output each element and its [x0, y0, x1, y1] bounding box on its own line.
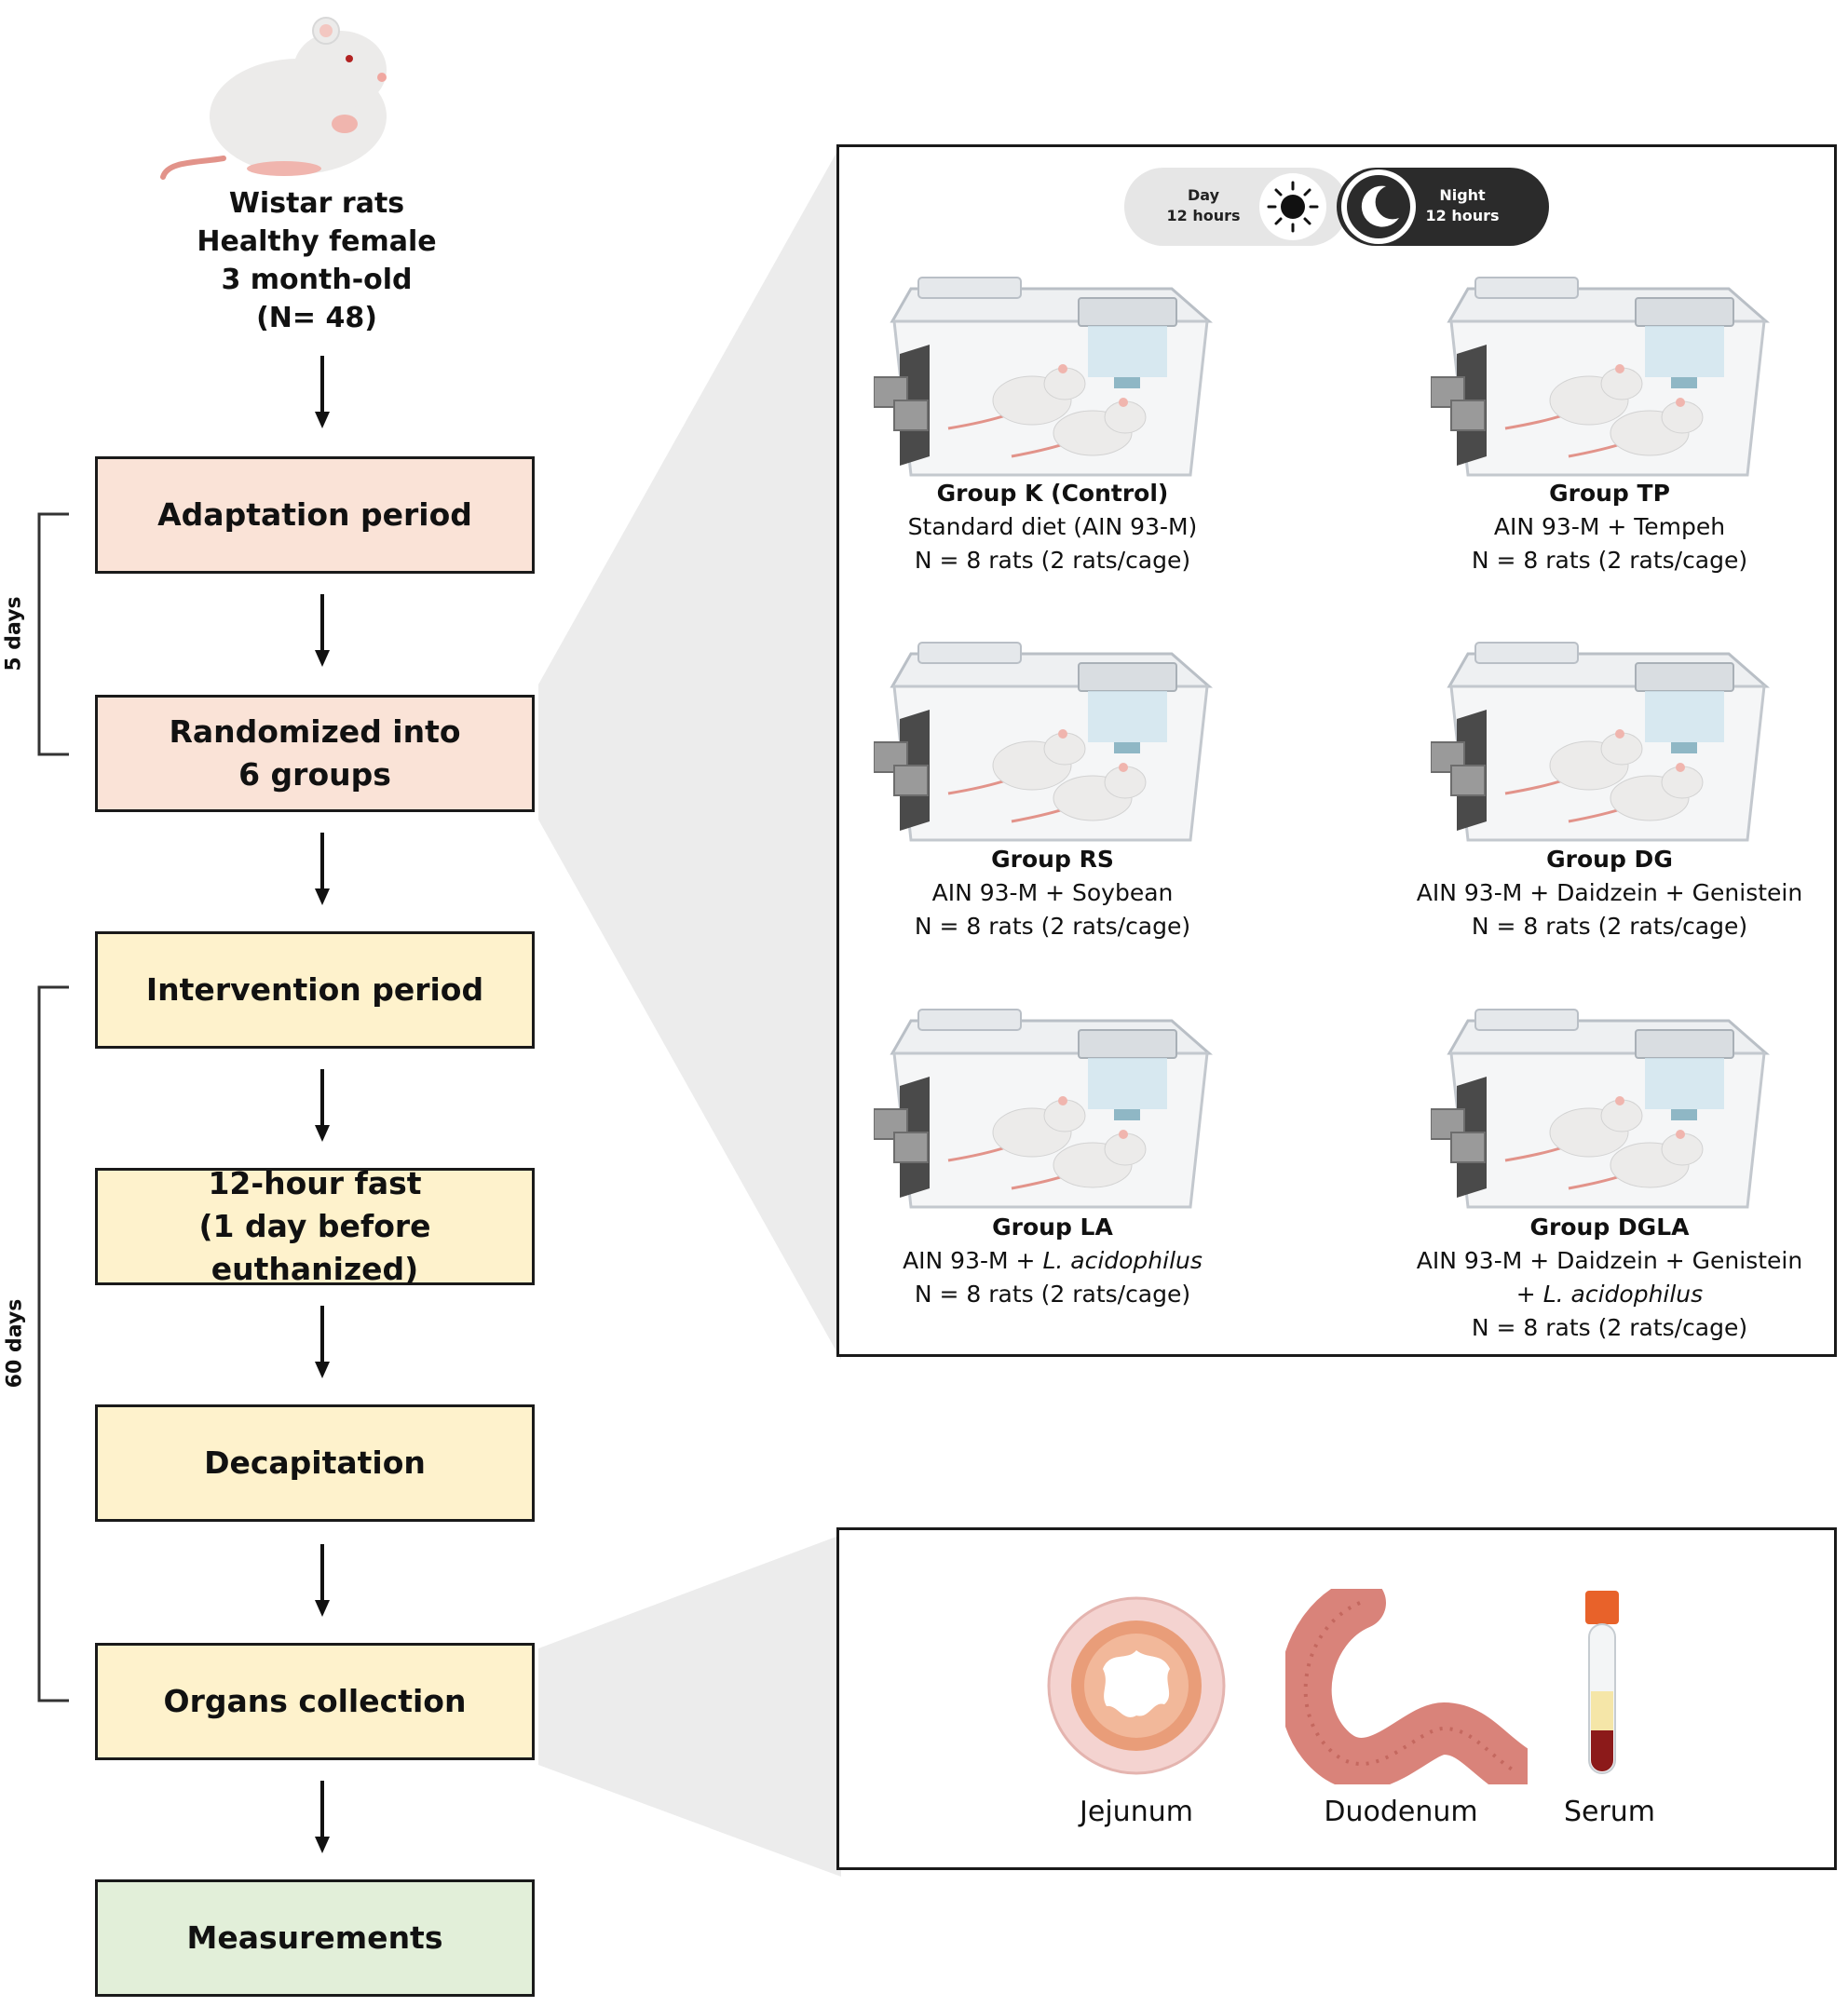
zoom-wedge-groups: [538, 144, 841, 1360]
cage-icon: [1431, 641, 1768, 842]
cage-icon: [1431, 1008, 1768, 1209]
group-dg: Group DG AIN 93-M + Daidzein + Genistein…: [1349, 843, 1848, 943]
arrow-down-icon: [315, 356, 330, 428]
group-name: Group RS: [991, 846, 1114, 873]
group-count: N = 8 rats (2 rats/cage): [914, 547, 1191, 574]
step-label: (1 day before euthanized): [198, 1208, 431, 1287]
step-measurements: Measurements: [95, 1879, 535, 1997]
arrow-down-icon: [315, 833, 330, 905]
step-label: Intervention period: [145, 971, 484, 1008]
step-randomized: Randomized into 6 groups: [95, 695, 535, 812]
cage-icon: [874, 641, 1211, 842]
step-label: Randomized into: [169, 713, 461, 750]
night-hours: 12 hours: [1425, 207, 1500, 224]
cage-icon: [874, 276, 1211, 477]
step-label: 6 groups: [238, 756, 391, 793]
group-diet-extra-prefix: +: [1515, 1281, 1543, 1308]
moon-icon: [1361, 185, 1399, 227]
group-name: Group LA: [992, 1214, 1113, 1241]
arrow-down-icon: [315, 1306, 330, 1378]
step-label: Organs collection: [163, 1683, 467, 1719]
subject-line: Healthy female: [197, 225, 437, 258]
group-count: N = 8 rats (2 rats/cage): [914, 913, 1191, 940]
subject-description: Wistar rats Healthy female 3 month-old (…: [130, 184, 503, 337]
sample-label-jejunum: Jejunum: [1080, 1796, 1193, 1828]
step-adaptation-period: Adaptation period: [95, 456, 535, 574]
group-diet-extra: + L. acidophilus: [1349, 1278, 1848, 1311]
group-count: N = 8 rats (2 rats/cage): [1471, 913, 1748, 940]
group-dgla: Group DGLA AIN 93-M + Daidzein + Geniste…: [1349, 1211, 1848, 1345]
arrow-down-icon: [315, 1781, 330, 1853]
step-intervention-period: Intervention period: [95, 931, 535, 1049]
group-diet: AIN 93-M + Tempeh: [1493, 513, 1726, 540]
duration-intervention-label: 60 days: [3, 1298, 27, 1389]
group-name: Group TP: [1549, 480, 1670, 507]
group-diet-italic: L. acidophilus: [1042, 1247, 1203, 1274]
group-diet: AIN 93-M + Daidzein + Genistein: [1416, 1247, 1803, 1274]
duodenum-icon: [1285, 1589, 1528, 1784]
subject-line: Wistar rats: [228, 187, 405, 220]
zoom-wedge-samples: [538, 1535, 841, 1877]
step-label: Adaptation period: [157, 496, 472, 533]
group-count: N = 8 rats (2 rats/cage): [1471, 1314, 1748, 1341]
day-title: Day: [1187, 186, 1219, 204]
night-label: Night 12 hours: [1397, 185, 1528, 226]
sun-icon: [1267, 181, 1319, 233]
group-name: Group K (Control): [936, 480, 1169, 507]
samples-panel: [836, 1527, 1837, 1870]
group-k: Group K (Control) Standard diet (AIN 93-…: [792, 477, 1313, 577]
bracket-adaptation: [37, 512, 69, 756]
cage-icon: [874, 1008, 1211, 1209]
group-la: Group LA AIN 93-M + L. acidophilus N = 8…: [792, 1211, 1313, 1311]
arrow-down-icon: [315, 1544, 330, 1617]
sample-label-duodenum: Duodenum: [1324, 1796, 1478, 1828]
group-count: N = 8 rats (2 rats/cage): [1471, 547, 1748, 574]
step-organs-collection: Organs collection: [95, 1643, 535, 1760]
rat-icon: [160, 17, 387, 180]
cage-icon: [1431, 276, 1768, 477]
group-diet: AIN 93-M + Daidzein + Genistein: [1416, 879, 1803, 906]
serum-tube-icon: [1585, 1591, 1619, 1774]
group-diet: Standard diet (AIN 93-M): [907, 513, 1198, 540]
step-label: 12-hour fast: [208, 1165, 422, 1201]
step-label: Decapitation: [204, 1444, 426, 1481]
arrow-down-icon: [315, 594, 330, 667]
subject-line: 3 month-old: [221, 264, 413, 296]
group-diet: AIN 93-M + L. acidophilus: [792, 1244, 1313, 1278]
group-count: N = 8 rats (2 rats/cage): [914, 1281, 1191, 1308]
group-rs: Group RS AIN 93-M + Soybean N = 8 rats (…: [792, 843, 1313, 943]
arrow-down-icon: [315, 1069, 330, 1142]
group-diet-extra-italic: L. acidophilus: [1542, 1281, 1704, 1308]
step-fast: 12-hour fast (1 day before euthanized): [95, 1165, 535, 1287]
night-title: Night: [1439, 186, 1486, 204]
group-name: Group DG: [1546, 846, 1673, 873]
step-decapitation: Decapitation: [95, 1404, 535, 1522]
group-diet: AIN 93-M + Soybean: [931, 879, 1174, 906]
subject-line: (N= 48): [256, 302, 377, 334]
group-diet-prefix: AIN 93-M +: [903, 1247, 1043, 1274]
day-hours: 12 hours: [1166, 207, 1241, 224]
sample-label-serum: Serum: [1563, 1796, 1656, 1828]
jejunum-icon: [1047, 1596, 1226, 1775]
duration-adaptation-label: 5 days: [2, 596, 26, 671]
group-tp: Group TP AIN 93-M + Tempeh N = 8 rats (2…: [1349, 477, 1848, 577]
bracket-intervention: [37, 985, 69, 1702]
step-label: Measurements: [186, 1919, 443, 1956]
day-label: Day 12 hours: [1138, 185, 1269, 226]
group-name: Group DGLA: [1529, 1214, 1690, 1241]
